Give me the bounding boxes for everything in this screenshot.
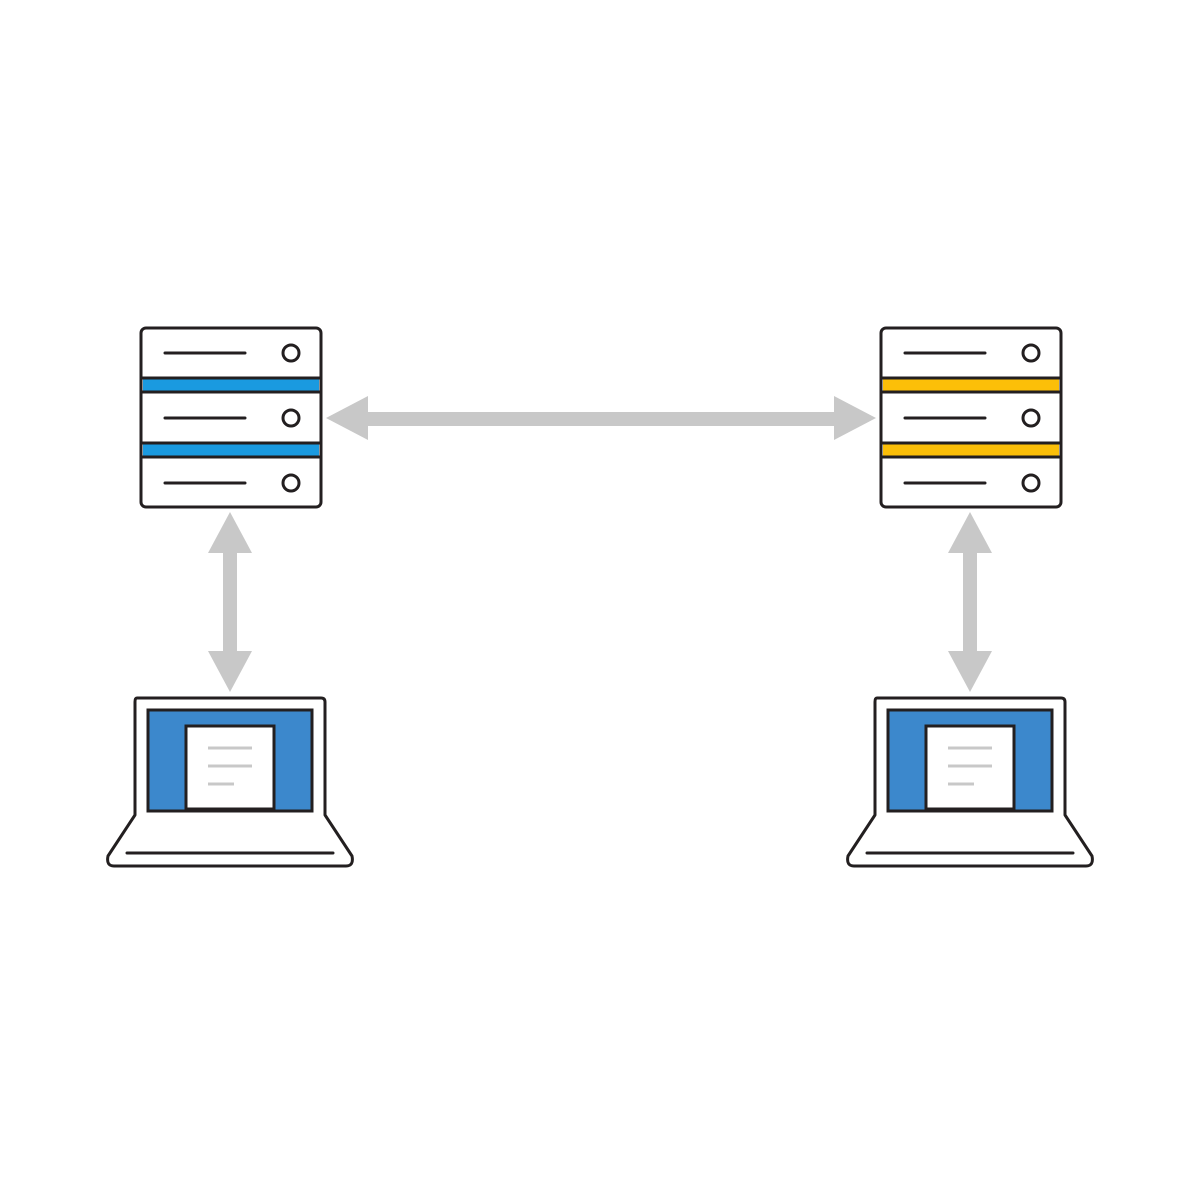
server-icon xyxy=(139,326,323,509)
document-icon xyxy=(924,724,1016,811)
document-icon xyxy=(184,724,276,811)
connection-arrow-servers xyxy=(326,396,876,440)
server-icon xyxy=(879,326,1063,509)
connection-arrow-left xyxy=(208,512,252,692)
connection-arrow-right xyxy=(948,512,992,692)
laptop-icon xyxy=(846,696,1094,868)
laptop-icon xyxy=(106,696,354,868)
